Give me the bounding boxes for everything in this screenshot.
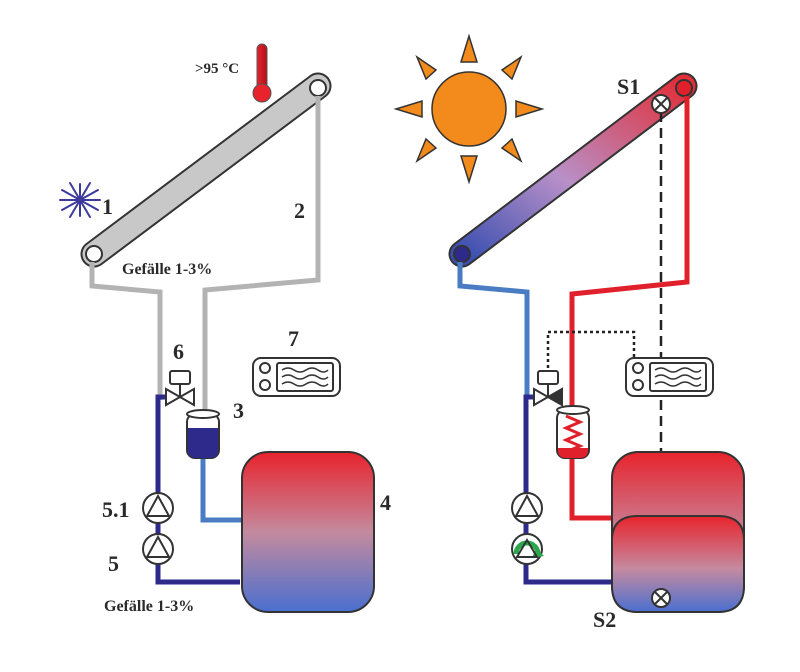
label-5: 5 — [108, 551, 119, 576]
reservoir-left — [186, 409, 220, 459]
valve-icon-right — [533, 370, 563, 407]
control-line-dotted — [546, 330, 636, 368]
pump-icon-right — [511, 492, 544, 565]
sensor-icon — [651, 94, 671, 114]
sensor-label-s1: S1 — [617, 74, 640, 99]
pipe-blue-left — [200, 458, 245, 523]
snowflake-icon — [59, 182, 101, 218]
controller-icon-right — [625, 357, 714, 397]
label-6: 6 — [173, 339, 184, 364]
controller-icon — [252, 357, 341, 397]
right-system: S1 S2 — [393, 33, 745, 632]
left-system: >95 °C 1 2 Gefälle 1-3% 6 3 — [59, 43, 391, 615]
sensor-label-s2: S2 — [593, 607, 616, 632]
slope-label-top: Gefälle 1-3% — [122, 261, 212, 278]
collector-right — [448, 72, 698, 268]
reservoir-right — [556, 405, 590, 459]
pipes-empty-left — [89, 96, 321, 412]
pipe-hot-right — [569, 96, 690, 521]
slope-label-bottom: Gefälle 1-3% — [104, 598, 194, 615]
label-7: 7 — [288, 326, 299, 351]
collector-left — [80, 72, 332, 268]
label-4: 4 — [380, 490, 391, 515]
sensor-icon-bottom — [651, 588, 671, 608]
label-1: 1 — [102, 194, 113, 219]
thermometer-icon — [252, 43, 272, 103]
label-2: 2 — [294, 198, 305, 223]
storage-tank-left — [241, 451, 375, 613]
valve-icon — [165, 370, 195, 407]
storage-tank-right — [611, 451, 745, 613]
sun-icon — [393, 33, 545, 185]
label-3: 3 — [233, 398, 244, 423]
label-5-1: 5.1 — [102, 497, 130, 522]
temperature-label: >95 °C — [195, 61, 239, 77]
pipe-blue-right — [457, 262, 530, 398]
pump-icon — [142, 492, 174, 565]
pipe-cold-right — [523, 394, 616, 585]
